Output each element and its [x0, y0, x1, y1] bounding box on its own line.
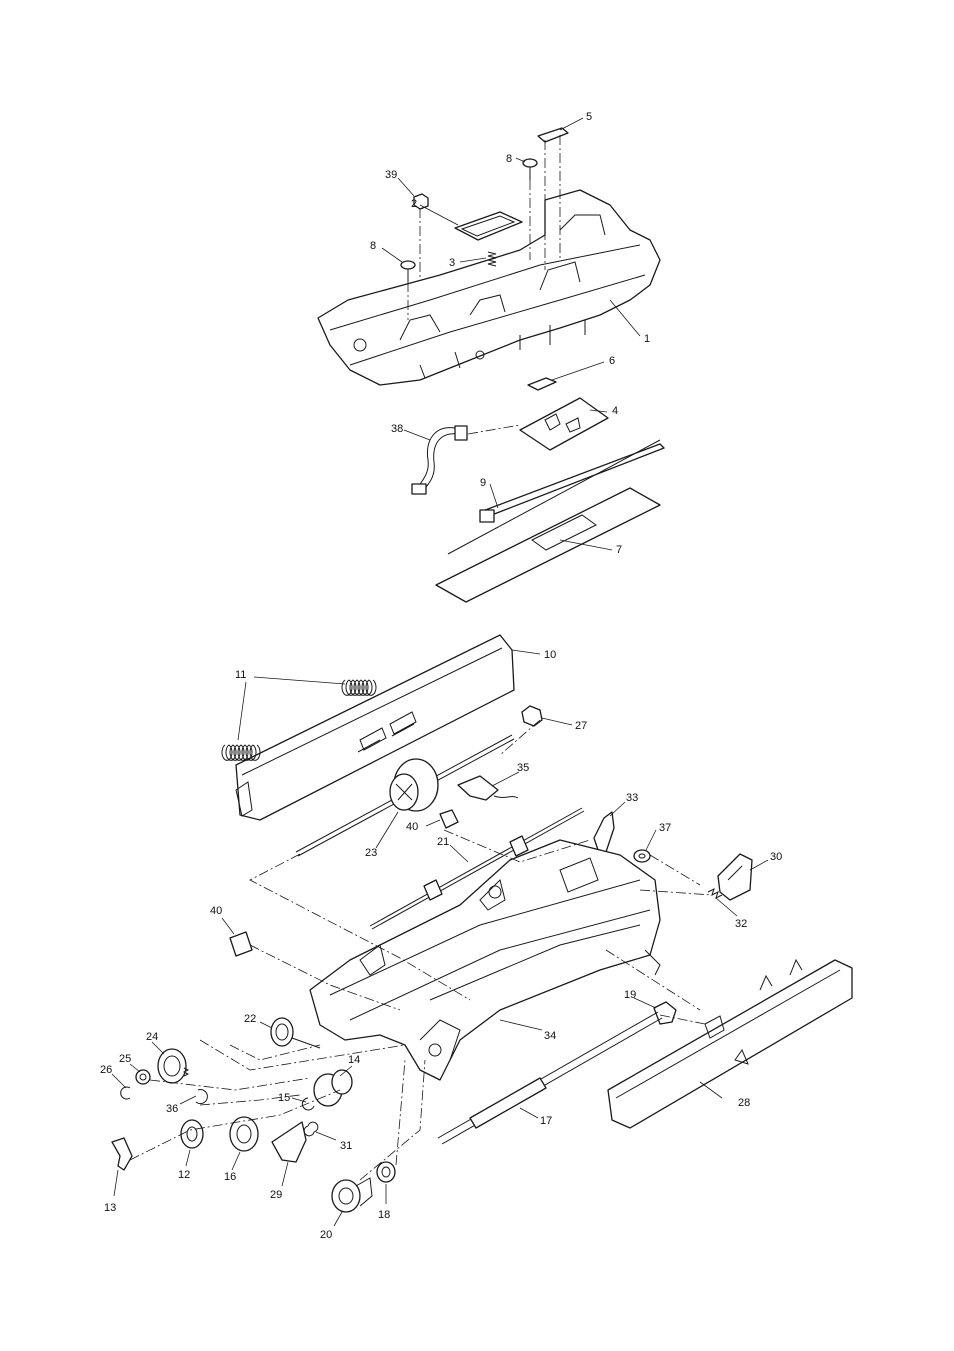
- part-17-shaft: [437, 1011, 663, 1145]
- callout-13: 13: [104, 1202, 116, 1214]
- part-4-pcb: [519, 397, 609, 451]
- callout-8-upper: 8: [506, 153, 512, 165]
- part-27-bushing: [521, 705, 543, 727]
- part-25-washer: [135, 1069, 151, 1085]
- part-7-sheet: [435, 487, 661, 603]
- part-10-cover: [235, 634, 515, 821]
- callout-16: 16: [224, 1171, 236, 1183]
- callout-31: 31: [340, 1140, 352, 1152]
- callout-40-upper: 40: [406, 821, 418, 833]
- callout-4: 4: [612, 405, 618, 417]
- callout-22: 22: [244, 1013, 256, 1025]
- callout-labels: 5 8 39 2 8 3 1 6 4 38 9 7 10 11 27 35 33…: [100, 111, 782, 1241]
- callout-37: 37: [659, 822, 671, 834]
- callout-8-lower: 8: [370, 240, 376, 252]
- part-1-upper-frame: [317, 189, 661, 386]
- part-8-screw-upper: [522, 158, 538, 180]
- part-22-gear: [270, 1017, 321, 1049]
- part-23-roller: [295, 734, 515, 857]
- callout-35: 35: [517, 762, 529, 774]
- part-38-cable: [411, 425, 468, 495]
- part-13-lever: [111, 1137, 133, 1171]
- bottom-leaders: [111, 649, 769, 1227]
- callout-29: 29: [270, 1189, 282, 1201]
- callout-7: 7: [616, 544, 622, 556]
- callout-34: 34: [544, 1030, 556, 1042]
- part-21-shaft: [369, 807, 585, 930]
- part-6-sensor: [527, 377, 557, 391]
- part-12-gear: [180, 1119, 204, 1149]
- part-15-e-ring: [301, 1097, 315, 1111]
- callout-2: 2: [411, 198, 417, 210]
- part-9-rod: [447, 439, 665, 555]
- top-leaders: [381, 117, 641, 551]
- top-frame-assembly: [317, 127, 665, 603]
- callout-38: 38: [391, 423, 403, 435]
- callout-10: 10: [544, 649, 556, 661]
- callout-11: 11: [235, 669, 246, 681]
- part-40-pad-upper: [439, 809, 459, 829]
- callout-27: 27: [575, 720, 587, 732]
- callout-12: 12: [178, 1169, 190, 1181]
- callout-3: 3: [449, 257, 455, 269]
- part-30-holder: [717, 853, 753, 901]
- part-26-e-ring: [120, 1086, 131, 1100]
- callout-18: 18: [378, 1209, 390, 1221]
- part-3-spring: [487, 251, 497, 267]
- part-18-bushing: [376, 1161, 396, 1183]
- callout-20: 20: [320, 1229, 332, 1241]
- callout-33: 33: [626, 792, 638, 804]
- part-11-spring-a: [341, 679, 377, 696]
- part-28-guide: [607, 959, 853, 1129]
- callout-15: 15: [278, 1092, 290, 1104]
- part-19-bushing: [653, 1001, 677, 1025]
- callout-6: 6: [609, 355, 615, 367]
- part-35-lever: [457, 775, 499, 801]
- callout-14: 14: [348, 1054, 360, 1066]
- part-16-gear: [229, 1116, 259, 1152]
- callout-5: 5: [586, 111, 592, 123]
- callout-26: 26: [100, 1064, 112, 1076]
- part-20-gear: [331, 1177, 373, 1213]
- callout-23: 23: [365, 847, 377, 859]
- part-37-washer: [633, 849, 651, 863]
- callout-39: 39: [385, 169, 397, 181]
- callout-25: 25: [119, 1053, 131, 1065]
- part-34-lower-frame: [309, 839, 661, 1081]
- part-33-arm: [593, 811, 615, 853]
- part-5-clip: [537, 127, 569, 143]
- part-29-lever: [271, 1121, 307, 1163]
- callout-21: 21: [437, 836, 449, 848]
- callout-40-lower: 40: [210, 905, 222, 917]
- callout-36: 36: [166, 1103, 178, 1115]
- part-24-gear: [157, 1048, 190, 1084]
- part-2-cover-plate: [454, 211, 523, 241]
- callout-9: 9: [480, 477, 486, 489]
- part-39-cushion: [413, 193, 429, 210]
- callout-32: 32: [735, 918, 747, 930]
- part-32-spring: [707, 888, 723, 899]
- part-8-screw-lower: [400, 260, 416, 282]
- part-14-gear: [313, 1069, 353, 1107]
- callout-24: 24: [146, 1031, 158, 1043]
- callout-17: 17: [540, 1115, 552, 1127]
- callout-28: 28: [738, 1097, 750, 1109]
- part-31-spring: [303, 1121, 319, 1137]
- part-36-e-ring: [195, 1089, 208, 1105]
- callout-30: 30: [770, 851, 782, 863]
- callout-1: 1: [644, 333, 650, 345]
- callout-19: 19: [624, 989, 636, 1001]
- bottom-frame-assembly: [111, 634, 853, 1213]
- part-40-pad-lower: [229, 931, 253, 957]
- part-11-spring-b: [221, 744, 261, 761]
